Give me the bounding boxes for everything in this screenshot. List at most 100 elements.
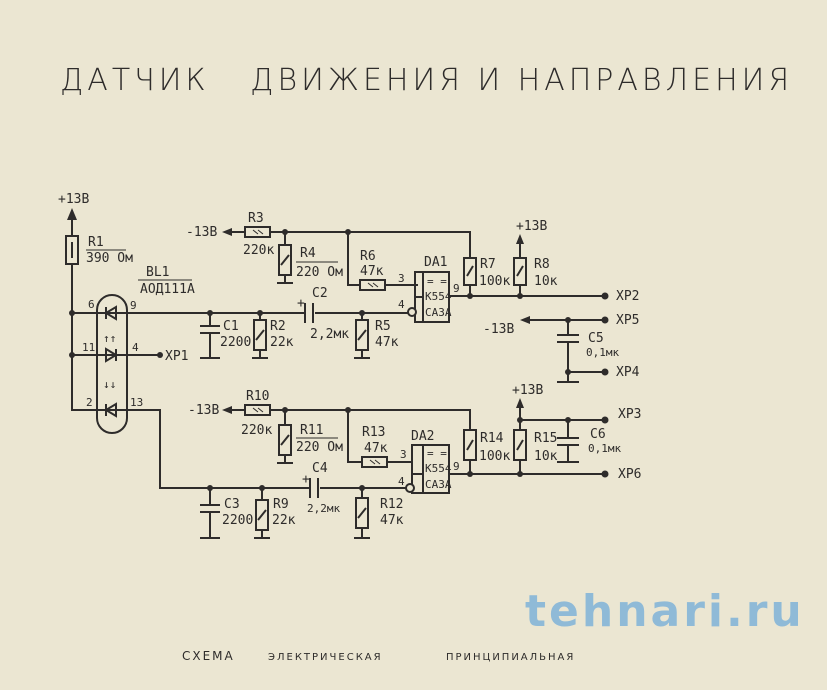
capacitor-c1: C1 2200: [200, 313, 251, 359]
r5-value: 47к: [375, 335, 399, 350]
comparator-symbol-icon: = =: [427, 447, 447, 460]
caption-part3: ПРИНЦИПИАЛЬНАЯ: [446, 652, 575, 663]
resistor-r8: +13В R8 10к: [513, 219, 558, 296]
r15-value: 10к: [534, 449, 558, 464]
r3-ref: R3: [248, 211, 264, 226]
r15-ref: R15: [534, 431, 557, 446]
da2-ref: DA2: [411, 429, 434, 444]
pin-2: 2: [86, 396, 93, 409]
pin-9: 9: [130, 299, 137, 312]
minus-supply-2: -13В: [188, 403, 232, 418]
r8-ref: R8: [534, 257, 550, 272]
da1-ref: DA1: [424, 255, 447, 270]
r14-ref: R14: [480, 431, 504, 446]
connector-xp6[interactable]: XP6: [618, 467, 641, 482]
connector-xp1[interactable]: XP1: [165, 349, 188, 364]
r6-ref: R6: [360, 249, 376, 264]
comparator-symbol-icon: = =: [427, 275, 447, 288]
connector-xp3[interactable]: XP3: [618, 407, 641, 422]
c2-value: 2,2мк: [310, 327, 349, 342]
da1-type1: К554: [425, 290, 452, 303]
r13-ref: R13: [362, 425, 385, 440]
bl1-value: АОД111А: [140, 282, 195, 297]
polarity-plus-icon: +: [302, 472, 310, 487]
r9-ref: R9: [273, 497, 289, 512]
da2-pin9: 9: [453, 460, 460, 473]
capacitor-c3: C3 2200: [200, 488, 253, 539]
c4-ref: C4: [312, 461, 328, 476]
resistor-r2: R2 22к: [252, 313, 294, 359]
c3-ref: C3: [224, 497, 240, 512]
r12-value: 47к: [380, 513, 404, 528]
da1-pin9: 9: [453, 282, 460, 295]
resistor-r9: R9 22к: [254, 488, 296, 539]
pin-6: 6: [88, 298, 95, 311]
c6-ref: C6: [590, 427, 606, 442]
r14-value: 100к: [479, 449, 510, 464]
resistor-r7: R7 100к: [463, 257, 510, 289]
polarity-plus-icon: +: [297, 296, 305, 311]
connector-xp4[interactable]: XP4: [616, 365, 640, 380]
capacitor-c4: + C4 2,2мк: [302, 461, 340, 515]
connector-xp5[interactable]: XP5: [616, 313, 639, 328]
plus-supply-left: +13В: [58, 192, 89, 236]
light-arrows-icon: ↑↑: [103, 332, 116, 345]
c5-ref: C5: [588, 331, 604, 346]
arrow-left-icon: [520, 316, 530, 324]
da2-pin4: 4: [398, 475, 405, 488]
r13-value: 47к: [364, 441, 388, 456]
watermark-logo: tehnari.ru: [525, 586, 805, 637]
arrow-left-icon: [222, 228, 232, 236]
arrow-left-icon: [222, 406, 232, 414]
caption-part2: ЭЛЕКТРИЧЕСКАЯ: [268, 652, 383, 663]
arrow-up-icon: [516, 398, 524, 408]
resistor-r6: R6 47к: [359, 249, 386, 291]
capacitor-c2: + C2 2,2мк: [297, 286, 349, 342]
r3-value: 220к: [243, 243, 274, 258]
r10-value: 220к: [241, 423, 272, 438]
r7-ref: R7: [480, 257, 496, 272]
r2-ref: R2: [270, 319, 286, 334]
r8-value: 10к: [534, 274, 558, 289]
comparator-da2: = = К554 СА3А DA2 3 4 9: [398, 429, 460, 494]
c6-value: 0,1мк: [588, 442, 621, 455]
da1-type2: СА3А: [425, 306, 452, 319]
comparator-da1: = = К554 СА3А DA1 3 4 9: [398, 255, 460, 323]
resistor-r5: R5 47к: [354, 313, 399, 359]
r7-value: 100к: [479, 274, 510, 289]
r5-ref: R5: [375, 319, 391, 334]
connector-xp2[interactable]: XP2: [616, 289, 639, 304]
resistor-r14: R14 100к: [463, 429, 510, 464]
resistor-r3: R3 220к: [243, 211, 274, 258]
arrow-up-icon: [516, 234, 524, 244]
supply-label: +13В: [58, 192, 89, 207]
resistor-r1: R1 390 Ом: [65, 235, 133, 266]
supply-label: +13В: [516, 219, 547, 234]
resistor-r15: +13В R15 10к: [512, 383, 609, 474]
da1-pin4: 4: [398, 298, 405, 311]
resistor-r11: R11 220 Ом: [277, 410, 343, 464]
da2-type1: К554: [425, 462, 452, 475]
resistor-r10: R10 220к: [241, 389, 272, 438]
c4-value: 2,2мк: [307, 502, 340, 515]
r1-value: 390 Ом: [86, 251, 133, 266]
c2-ref: C2: [312, 286, 328, 301]
supply-label: -13В: [188, 403, 219, 418]
supply-label: -13В: [186, 225, 217, 240]
c3-value: 2200: [222, 513, 253, 528]
c1-value: 2200: [220, 335, 251, 350]
r4-ref: R4: [300, 246, 316, 261]
pin-11: 11: [82, 341, 95, 354]
r6-value: 47к: [360, 264, 384, 279]
bl1-ref: BL1: [146, 265, 169, 280]
minus-supply-1: -13В: [186, 225, 232, 240]
resistor-r4: R4 220 Ом: [277, 232, 343, 284]
capacitor-c5: C5 0,1мк: [557, 320, 619, 383]
supply-label: +13В: [512, 383, 543, 398]
arrow-up-icon: [67, 208, 77, 220]
r9-value: 22к: [272, 513, 296, 528]
capacitor-c6: C6 0,1мк: [557, 420, 621, 463]
resistor-r13: R13 47к: [361, 425, 388, 468]
optocoupler-bl1: ↑↑ ↓↓ 6 9 11 4 2 13 BL1 АОД111А: [82, 265, 195, 434]
